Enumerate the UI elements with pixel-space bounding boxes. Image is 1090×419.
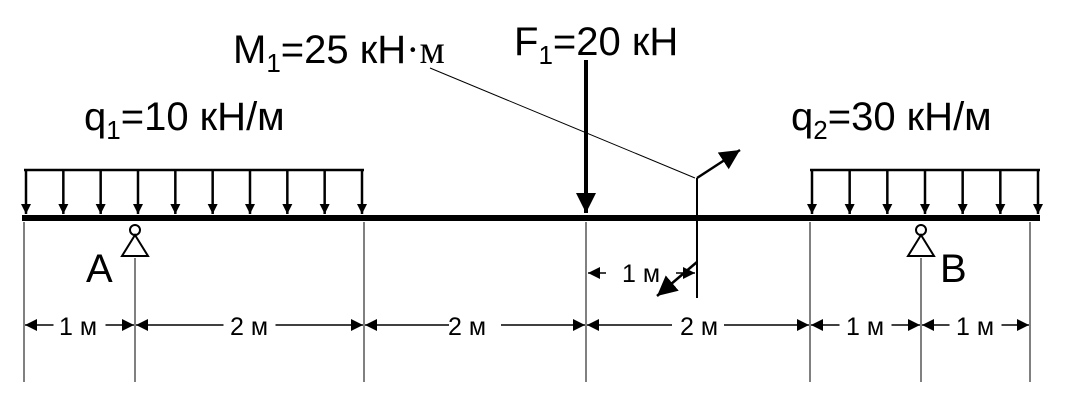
q2-arrows <box>807 170 1043 214</box>
dim-label-6: 1 м <box>956 313 994 341</box>
load-q1-label: q1=10 кН/м <box>84 95 285 145</box>
extension-lines <box>23 222 1031 382</box>
support-b-label: B <box>940 247 967 291</box>
load-q2-label: q2=30 кН/м <box>791 95 992 145</box>
dim-label-3: 2 м <box>448 313 486 341</box>
support-b <box>906 224 936 257</box>
dim-label-4: 2 м <box>680 313 718 341</box>
support-a-label: A <box>86 247 113 291</box>
dim-label-1: 1 м <box>59 313 97 341</box>
dim-label-5: 1 м <box>846 313 884 341</box>
force-f1-label: F1=20 кН <box>514 20 678 70</box>
moment-offset-label: 1 м <box>622 260 660 288</box>
q1-arrows <box>21 170 367 214</box>
moment-m1-label: M1=25 кН·м <box>233 27 445 78</box>
distributed-load-q1 <box>21 168 367 214</box>
distributed-load-q2 <box>807 168 1043 214</box>
support-a <box>120 224 150 257</box>
moment-offset-dimension: 1 м <box>588 260 695 288</box>
dim-label-2: 2 м <box>230 313 268 341</box>
